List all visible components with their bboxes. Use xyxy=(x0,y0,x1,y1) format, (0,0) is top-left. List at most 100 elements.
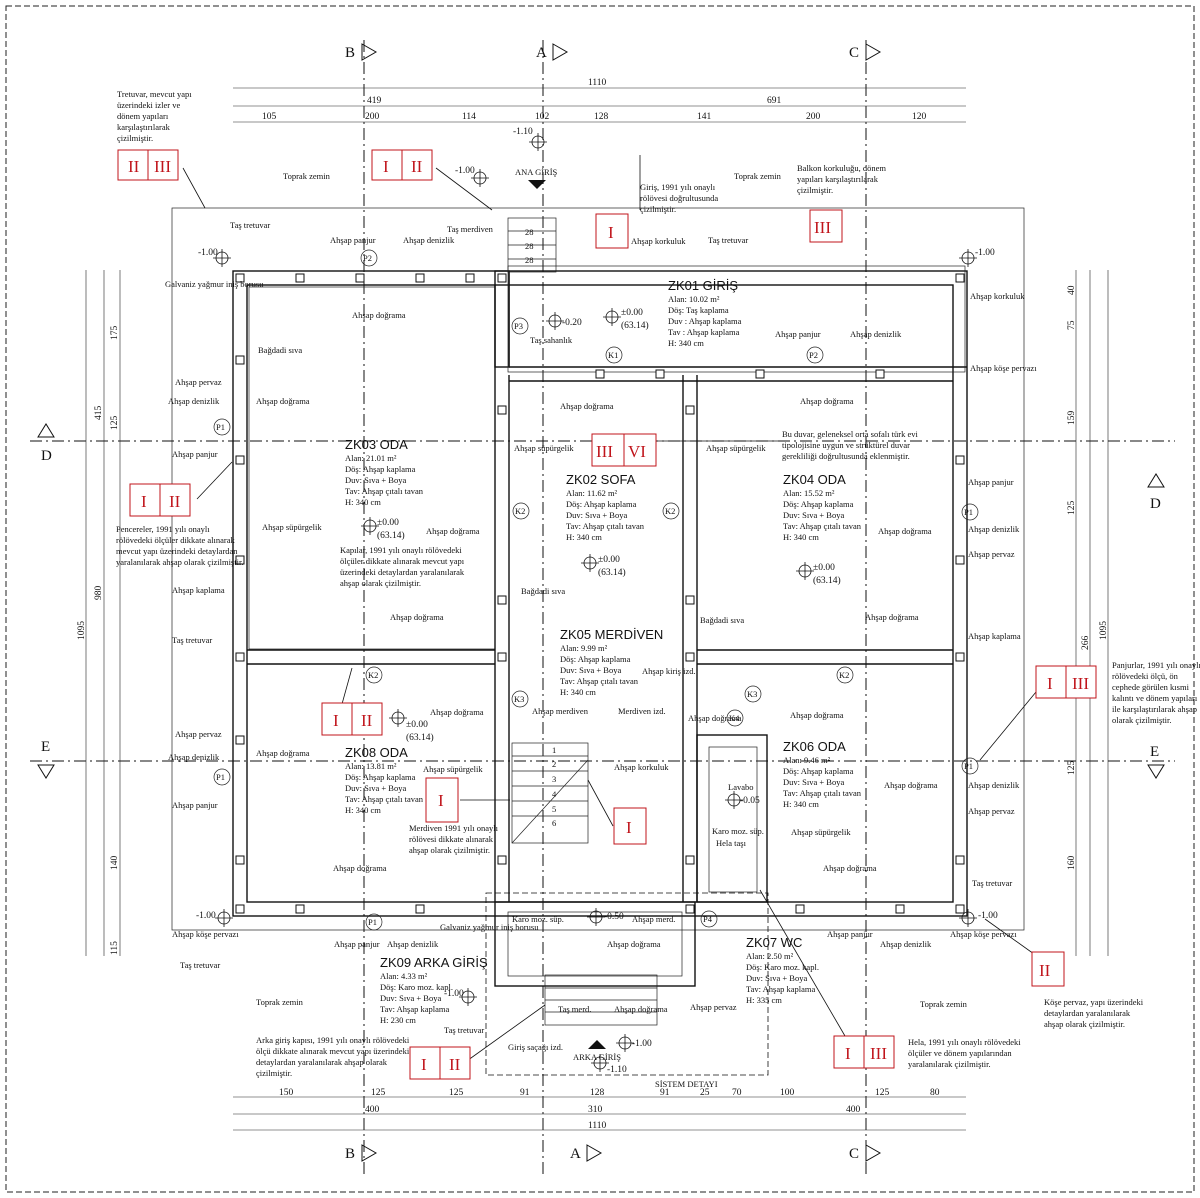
svg-text:70: 70 xyxy=(732,1088,742,1098)
svg-text:Ahşap süpürgelik: Ahşap süpürgelik xyxy=(262,522,322,532)
svg-text:rölövedeki ölçüler dikkate alı: rölövedeki ölçüler dikkate alınarak xyxy=(116,535,235,545)
svg-text:Ahşap denizlik: Ahşap denizlik xyxy=(168,396,220,406)
svg-text:I: I xyxy=(608,223,614,242)
svg-text:Taş tretuvar: Taş tretuvar xyxy=(180,960,220,970)
tag-k2-sofa-left: K2 xyxy=(515,506,525,516)
svg-text:III: III xyxy=(154,157,171,176)
svg-text:Ahşap doğrama: Ahşap doğrama xyxy=(884,780,938,790)
tag-k3-left: K3 xyxy=(514,694,524,704)
svg-text:Ahşap korkuluk: Ahşap korkuluk xyxy=(970,291,1025,301)
svg-text:Ahşap panjur: Ahşap panjur xyxy=(775,329,821,339)
room-zk08: ZK08 ODA Alan: 13.81 m² Döş: Ahşap kapla… xyxy=(345,745,424,815)
svg-text:400: 400 xyxy=(846,1105,861,1115)
svg-text:Balkon korkuluğu, dönem: Balkon korkuluğu, dönem xyxy=(797,163,886,173)
svg-text:Tav: Ahşap çıtalı tavan: Tav: Ahşap çıtalı tavan xyxy=(345,794,424,804)
balcony-outline xyxy=(507,265,966,373)
svg-text:175: 175 xyxy=(110,326,120,341)
room-zk05: ZK05 MERDİVEN Alan: 9.99 m² Döş: Ahşap k… xyxy=(560,627,663,697)
svg-text:H: 340 cm: H: 340 cm xyxy=(345,805,381,815)
svg-text:28: 28 xyxy=(525,227,534,237)
svg-text:II: II xyxy=(169,492,181,511)
svg-text:Duv: Sıva + Boya: Duv: Sıva + Boya xyxy=(560,665,621,675)
svg-text:Ahşap doğrama: Ahşap doğrama xyxy=(256,748,310,758)
tag-p3: P3 xyxy=(514,321,523,331)
svg-text:Merdiven izd.: Merdiven izd. xyxy=(618,706,666,716)
svg-text:Ahşap doğrama: Ahşap doğrama xyxy=(560,401,614,411)
svg-text:691: 691 xyxy=(767,96,782,106)
svg-text:ölçüler ve dönem yapılarından: ölçüler ve dönem yapılarından xyxy=(908,1048,1012,1058)
leader-lines xyxy=(182,155,1037,1064)
bottom-dimensions: 150 125 125 91 128 91 25 70 100 125 80 4… xyxy=(233,1079,966,1131)
svg-text:141: 141 xyxy=(697,112,712,122)
svg-text:159: 159 xyxy=(1067,411,1077,426)
svg-text:ZK03 ODA: ZK03 ODA xyxy=(345,437,408,452)
svg-text:Karo moz. süp.: Karo moz. süp. xyxy=(712,826,764,836)
svg-text:çizilmiştir.: çizilmiştir. xyxy=(797,185,833,195)
svg-text:Ahşap doğrama: Ahşap doğrama xyxy=(390,612,444,622)
svg-text:çizilmiştir.: çizilmiştir. xyxy=(640,204,676,214)
interior-stairs: 123 456 xyxy=(511,742,589,844)
svg-text:ZK05 MERDİVEN: ZK05 MERDİVEN xyxy=(560,627,663,642)
svg-text:Döş: Ahşap kaplama: Döş: Ahşap kaplama xyxy=(566,499,637,509)
svg-text:±0.00: ±0.00 xyxy=(813,563,835,573)
svg-text:Ahşap denizlik: Ahşap denizlik xyxy=(403,235,455,245)
svg-text:Ahşap köşe pervazı: Ahşap köşe pervazı xyxy=(172,929,239,939)
svg-text:Ahşap süpürgelik: Ahşap süpürgelik xyxy=(423,764,483,774)
svg-text:-0.50: -0.50 xyxy=(604,912,624,922)
wall-pillars xyxy=(235,273,965,914)
svg-text:5: 5 xyxy=(552,804,556,814)
svg-text:Alan: 4.33 m²: Alan: 4.33 m² xyxy=(380,971,428,981)
svg-text:gerekliliği doğrultusunda ekle: gerekliliği doğrultusunda eklenmiştir. xyxy=(782,451,910,461)
svg-text:Galvaniz yağmur iniş borusu: Galvaniz yağmur iniş borusu xyxy=(165,279,264,289)
svg-text:Karo moz. süp.: Karo moz. süp. xyxy=(512,914,564,924)
svg-text:Tav: Ahşap kaplama: Tav: Ahşap kaplama xyxy=(746,984,816,994)
tag-k2-zk06: K2 xyxy=(839,670,849,680)
tag-k4: K4 xyxy=(729,713,740,723)
tag-k2-sofa-right: K2 xyxy=(665,506,675,516)
svg-text:-1.10: -1.10 xyxy=(607,1065,627,1075)
svg-text:2: 2 xyxy=(552,759,556,769)
svg-text:Ahşap denizlik: Ahşap denizlik xyxy=(880,939,932,949)
room-zk06: ZK06 ODA Alan: 9.46 m² Döş: Ahşap kaplam… xyxy=(783,739,862,809)
svg-text:Taş tretuvar: Taş tretuvar xyxy=(230,220,270,230)
svg-text:Ahşap pervaz: Ahşap pervaz xyxy=(690,1002,737,1012)
svg-text:Toprak zemin: Toprak zemin xyxy=(920,999,968,1009)
svg-text:H: 340 cm: H: 340 cm xyxy=(345,497,381,507)
svg-text:125: 125 xyxy=(1067,501,1077,516)
svg-text:I: I xyxy=(845,1044,851,1063)
back-steps xyxy=(485,892,769,1076)
svg-text:Duv: Sıva + Boya: Duv: Sıva + Boya xyxy=(380,993,441,1003)
axis-d-left: D xyxy=(41,448,52,464)
svg-text:Kapılar, 1991 yılı onaylı rölö: Kapılar, 1991 yılı onaylı rölövedeki xyxy=(340,545,462,555)
side-dimensions: 1095 980 415 175 125 140 115 40 75 159 1… xyxy=(77,270,1109,956)
axis-marks: B A C B A C D D E E xyxy=(37,43,1165,1162)
svg-text:Giriş saçağı izd.: Giriş saçağı izd. xyxy=(508,1042,563,1052)
svg-text:II: II xyxy=(128,157,140,176)
svg-text:Duv: Sıva + Boya: Duv: Sıva + Boya xyxy=(566,510,627,520)
svg-text:Duv: Sıva + Boya: Duv: Sıva + Boya xyxy=(345,783,406,793)
svg-text:Ahşap pervaz: Ahşap pervaz xyxy=(968,806,1015,816)
svg-text:Alan: 15.52 m²: Alan: 15.52 m² xyxy=(783,488,835,498)
svg-text:Ahşap doğrama: Ahşap doğrama xyxy=(430,707,484,717)
svg-text:200: 200 xyxy=(806,112,821,122)
svg-text:Ahşap pervaz: Ahşap pervaz xyxy=(175,377,222,387)
axis-a-bottom: A xyxy=(570,1146,581,1162)
svg-text:I: I xyxy=(421,1055,427,1074)
svg-text:-1.00: -1.00 xyxy=(444,989,464,999)
svg-text:Lavabo: Lavabo xyxy=(728,782,754,792)
axis-d-right: D xyxy=(1150,496,1161,512)
svg-text:yaralanılarak ahşap olarak çiz: yaralanılarak ahşap olarak çizilmiştir. xyxy=(116,557,243,567)
svg-text:Döş: Ahşap kaplama: Döş: Ahşap kaplama xyxy=(783,766,854,776)
svg-text:419: 419 xyxy=(367,96,382,106)
svg-text:Ahşap panjur: Ahşap panjur xyxy=(334,939,380,949)
svg-text:Ahşap denizlik: Ahşap denizlik xyxy=(968,524,1020,534)
svg-text:ile karşılaştırılarak ahşap: ile karşılaştırılarak ahşap xyxy=(1112,704,1197,714)
svg-text:125: 125 xyxy=(1067,761,1077,776)
svg-text:Döş: Ahşap kaplama: Döş: Ahşap kaplama xyxy=(783,499,854,509)
building-walls xyxy=(232,270,968,987)
svg-text:128: 128 xyxy=(590,1088,605,1098)
svg-text:Taş tretuvar: Taş tretuvar xyxy=(708,235,748,245)
